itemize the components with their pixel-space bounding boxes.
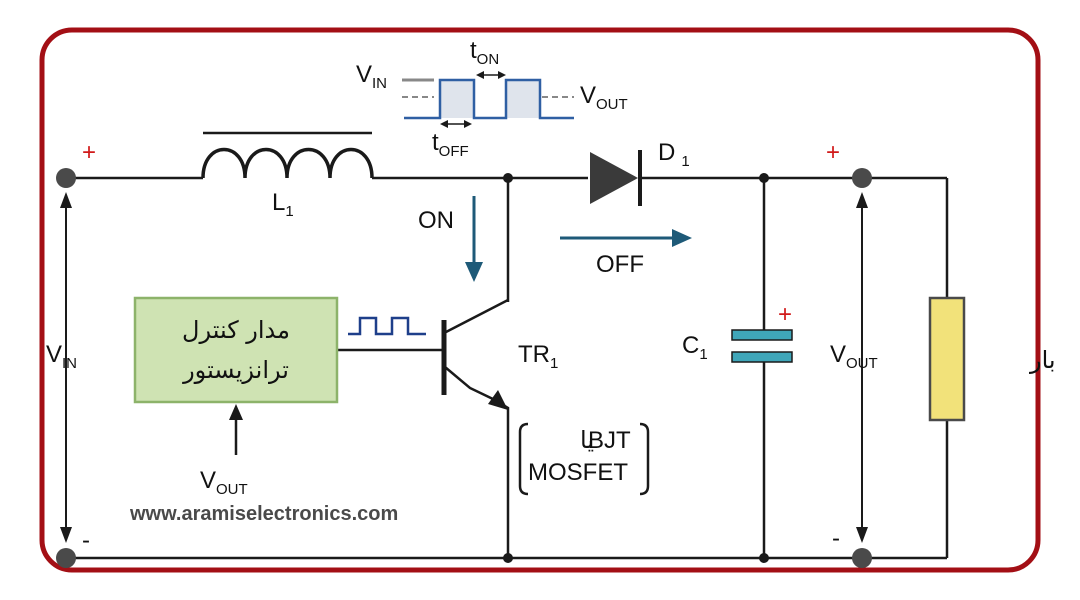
capacitor-plus-sign: + xyxy=(778,301,792,328)
input-minus-sign: - xyxy=(82,527,90,554)
output-plus-terminal xyxy=(852,168,872,188)
diagram-frame xyxy=(39,27,1041,573)
input-voltage-arrow: + - VIN xyxy=(46,139,96,554)
transistor-label: TR1 xyxy=(518,341,558,372)
input-plus-sign: + xyxy=(82,139,96,166)
output-voltage-arrow: + - VOUT xyxy=(826,139,878,552)
output-minus-terminal xyxy=(852,548,872,568)
waveform-vin-label: VIN xyxy=(356,61,387,92)
current-flow-arrows: ON OFF xyxy=(418,196,692,282)
controller-label-line2: ترانزیستور xyxy=(182,356,289,384)
waveform-vout-label: VOUT xyxy=(580,82,628,113)
load-label: بار xyxy=(1029,346,1056,374)
capacitor-label: C1 xyxy=(682,332,708,363)
on-arrow-head xyxy=(465,262,483,282)
switch-type-mosfet: MOSFET xyxy=(528,459,628,486)
feedback-arrow: VOUT xyxy=(200,404,248,498)
transistor-tr1: TR1 xyxy=(441,298,558,410)
gate-pulse-icon xyxy=(348,316,426,336)
input-plus-terminal xyxy=(56,168,76,188)
junction-dot xyxy=(503,553,513,563)
switch-type-bjt: BJT xyxy=(588,427,631,454)
transistor-controller: مدار کنترل ترانزیستور xyxy=(133,296,426,404)
input-minus-terminal xyxy=(56,548,76,568)
vout-label: VOUT xyxy=(830,341,878,372)
junction-dot xyxy=(759,173,769,183)
on-label: ON xyxy=(418,207,454,234)
capacitor-c1: + C1 xyxy=(682,301,793,363)
output-minus-sign: - xyxy=(832,525,840,552)
load-resistor: بار xyxy=(928,296,1056,422)
output-plus-sign: + xyxy=(826,139,840,166)
feedback-vout-label: VOUT xyxy=(200,467,248,498)
switching-waveform: tON tOFF VIN VOUT xyxy=(356,37,628,160)
emitter-arrow xyxy=(488,390,508,410)
website-watermark: www.aramiselectronics.com xyxy=(129,503,398,525)
junction-dot xyxy=(503,173,513,183)
junction-dot xyxy=(759,553,769,563)
inductor-label: L1 xyxy=(272,189,294,220)
t-on-label: tON xyxy=(470,37,499,68)
switch-type-note: BJT یا MOSFET xyxy=(518,422,650,496)
t-off-label: tOFF xyxy=(432,129,469,160)
switch-type-or: یا xyxy=(580,426,594,454)
vin-label: VIN xyxy=(46,341,77,372)
controller-label-line1: مدار کنترل xyxy=(182,316,290,344)
circuit-wires xyxy=(66,176,949,560)
circuit-nodes xyxy=(56,168,872,568)
off-arrow-head xyxy=(672,229,692,247)
off-label: OFF xyxy=(596,251,644,278)
inductor-l1: L1 xyxy=(201,131,374,220)
